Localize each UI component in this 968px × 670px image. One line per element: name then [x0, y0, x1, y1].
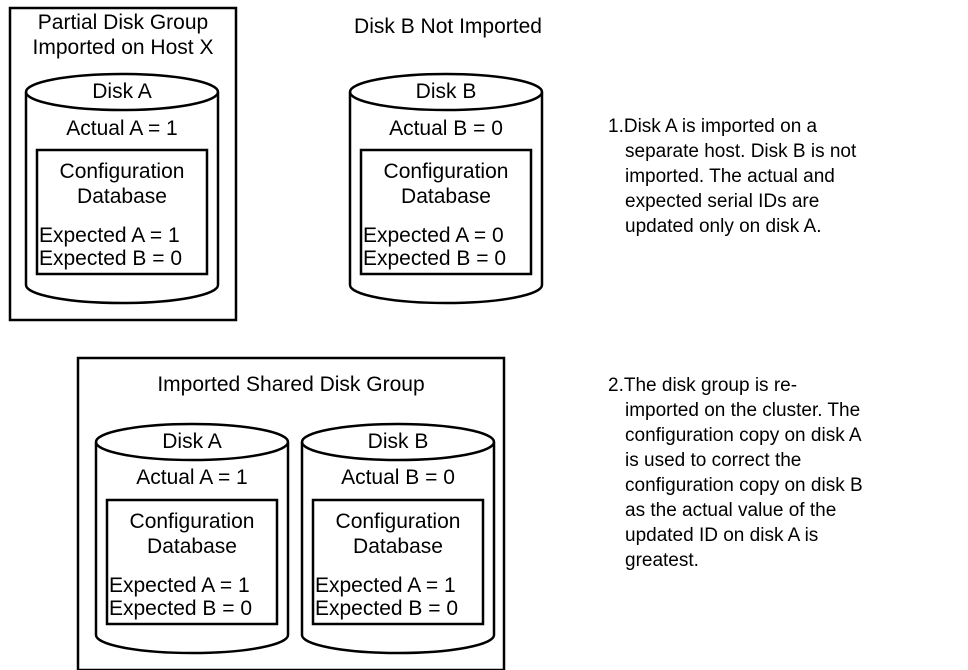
shared-disk-a-config-label-line1: Configuration	[129, 510, 255, 533]
note-1-line: separate host. Disk B is not	[625, 141, 857, 162]
note-2-line: configuration copy on disk A	[625, 425, 862, 446]
disk-b-config-label-line2: Database	[401, 185, 491, 208]
disk-a-config-db-box-top	[35, 148, 209, 276]
disk-b-config-db-box-top	[359, 148, 533, 276]
shared-disk-b-name: Disk B	[367, 430, 429, 453]
shared-disk-group-box	[76, 356, 506, 670]
partial-group-title-line1: Partial Disk Group	[37, 11, 209, 34]
note-2-line: is used to correct the	[625, 450, 802, 471]
disk-a-name: Disk A	[92, 80, 152, 103]
shared-disk-a-expected-a: Expected A = 1	[109, 574, 250, 597]
disk-b-not-imported-title: Disk B Not Imported	[354, 15, 542, 38]
partial-group-title-line2: Imported on Host X	[32, 36, 214, 59]
note-1-line: Disk A is imported on a	[623, 116, 818, 137]
disk-a-config-label-line2: Database	[77, 185, 167, 208]
note-2-line: The disk group is re-	[623, 375, 798, 396]
disk-a-expected-a: Expected A = 1	[39, 224, 180, 247]
shared-disk-b-actual: Actual B = 0	[341, 466, 455, 489]
note-2-number: 2.	[608, 375, 624, 396]
shared-disk-a-expected-b: Expected B = 0	[109, 597, 253, 620]
disk-a-config-db-box-bottom	[105, 498, 279, 626]
note-1-number: 1.	[608, 116, 624, 137]
note-2-line: imported on the cluster. The	[625, 400, 861, 421]
disk-b-name: Disk B	[415, 80, 477, 103]
note-1-line: expected serial IDs are	[625, 191, 820, 212]
disk-b-cylinder-top	[348, 72, 544, 305]
shared-disk-b-config-label-line1: Configuration	[335, 510, 461, 533]
disk-a-cylinder-bottom	[94, 422, 290, 655]
disk-b-config-label-line1: Configuration	[383, 160, 509, 183]
disk-b-actual: Actual B = 0	[389, 117, 503, 140]
shared-disk-a-config-label-line2: Database	[147, 535, 237, 558]
disk-b-expected-a: Expected A = 0	[363, 224, 504, 247]
shared-disk-a-actual: Actual A = 1	[136, 466, 248, 489]
disk-b-expected-b: Expected B = 0	[363, 247, 507, 270]
disk-a-cylinder-top	[24, 72, 220, 305]
shared-disk-b-expected-b: Expected B = 0	[315, 597, 459, 620]
shared-group-title: Imported Shared Disk Group	[157, 373, 425, 396]
shared-disk-b-expected-a: Expected A = 1	[315, 574, 456, 597]
note-2-line: updated ID on disk A is	[625, 525, 819, 546]
disk-a-config-label-line1: Configuration	[59, 160, 185, 183]
disk-b-config-db-box-bottom	[311, 498, 485, 626]
partial-disk-group-box	[8, 6, 238, 322]
note-2-line: configuration copy on disk B	[625, 475, 863, 496]
note-2-line: greatest.	[625, 550, 699, 571]
shared-disk-b-config-label-line2: Database	[353, 535, 443, 558]
note-2-line: as the actual value of the	[625, 500, 837, 521]
note-1-line: updated only on disk A.	[625, 216, 822, 237]
note-1-line: imported. The actual and	[625, 166, 835, 187]
note-1: 1.Disk A is imported on a separate host.…	[608, 114, 964, 239]
disk-a-expected-b: Expected B = 0	[39, 247, 183, 270]
note-2: 2.The disk group is re- imported on the …	[608, 373, 964, 573]
disk-b-cylinder-bottom	[300, 422, 496, 655]
disk-a-actual: Actual A = 1	[66, 117, 178, 140]
shared-disk-a-name: Disk A	[162, 430, 222, 453]
